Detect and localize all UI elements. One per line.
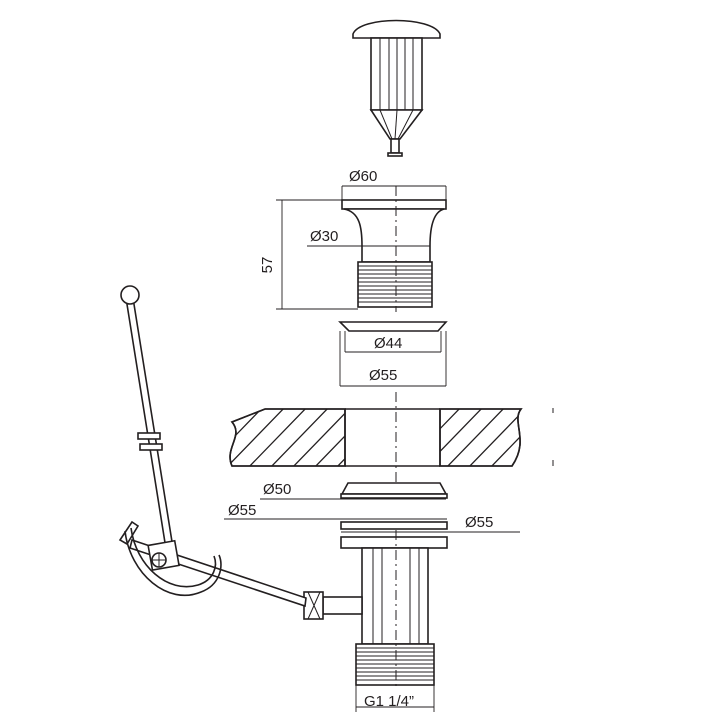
side-connector <box>303 591 363 620</box>
label-d30: Ø30 <box>310 228 338 245</box>
hatch-left <box>230 404 420 470</box>
dimension-labels: Ø60 Ø30 57 Ø44 Ø55 Ø50 Ø55 Ø55 G1 1/4” <box>228 168 493 710</box>
plug-stopper <box>352 19 441 157</box>
waste-lower-tube <box>355 530 435 690</box>
label-d55-left: Ø55 <box>228 502 256 519</box>
hatch-line <box>311 409 345 466</box>
label-d55-right: Ø55 <box>465 514 493 531</box>
hatch-line <box>267 409 333 466</box>
label-thread-g1-1-4: G1 1/4” <box>364 693 414 710</box>
label-height-57: 57 <box>259 257 276 274</box>
hatch-line <box>245 409 311 466</box>
dimension-lines <box>224 185 520 712</box>
lower-washers <box>340 482 448 549</box>
hatch-line <box>443 409 509 466</box>
hatch-line <box>356 404 420 470</box>
hatch-line <box>532 404 596 470</box>
seal-washer <box>338 321 448 332</box>
label-d55-upper: Ø55 <box>369 367 397 384</box>
hatch-line <box>230 409 289 466</box>
label-d60: Ø60 <box>349 168 377 185</box>
hatch-line <box>440 409 487 466</box>
label-d44: Ø44 <box>374 335 402 352</box>
thread-lines-upper <box>358 265 432 303</box>
label-d50: Ø50 <box>263 481 291 498</box>
waste-flange-body <box>341 186 447 312</box>
pivot-rod-linkage <box>118 285 307 608</box>
hatch-line <box>554 404 618 470</box>
hatch-line <box>440 409 465 466</box>
hatch-line <box>289 409 345 466</box>
thread-lines-lower <box>356 647 434 681</box>
basin-section <box>229 392 618 482</box>
